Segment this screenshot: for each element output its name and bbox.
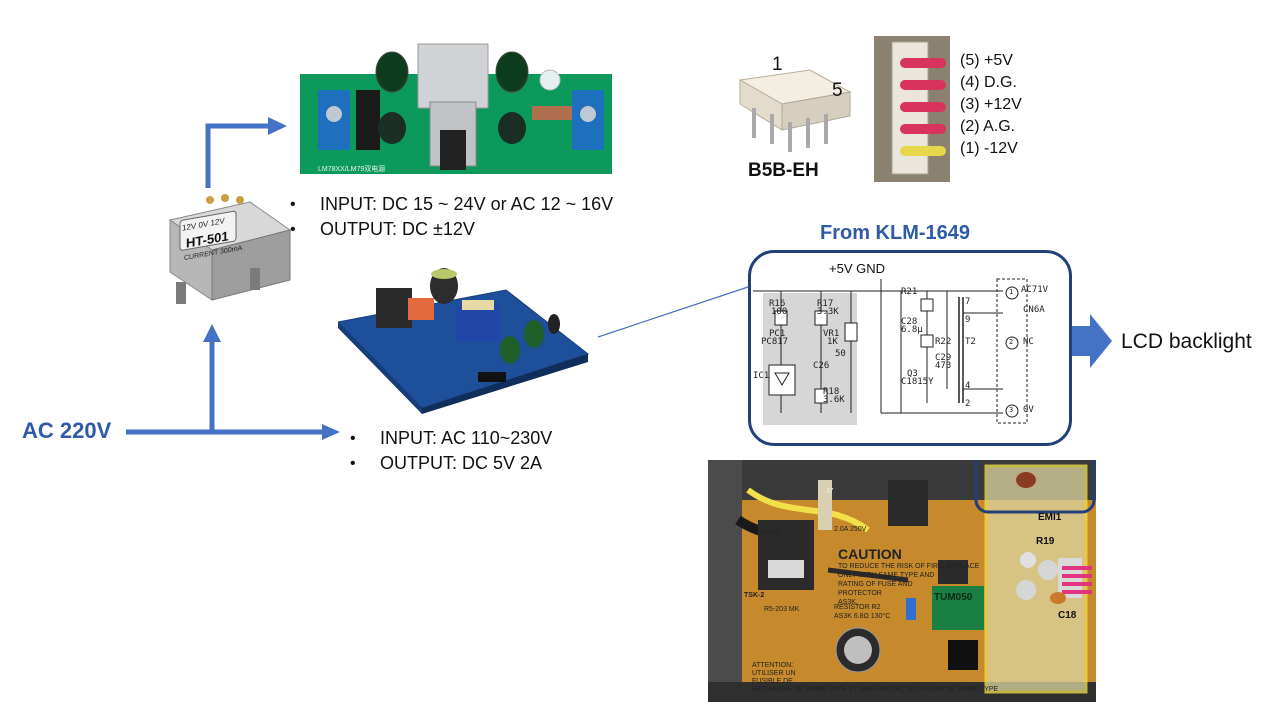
5v-psu-specs: INPUT: AC 110~230V OUTPUT: DC 5V 2A <box>350 426 552 476</box>
connector-diagram: 1 5 B5B-EH <box>730 52 870 182</box>
fuse-label: 2.0A 250V <box>834 526 867 533</box>
pcb-photo: CAUTION TO REDUCE THE RISK OF FIRE, REPL… <box>708 460 1096 702</box>
label-c26: C26 <box>813 361 830 371</box>
caution-text: TO REDUCE THE RISK OF FIRE, REPLACE ONLY… <box>838 563 980 606</box>
label-t2: T2 <box>965 337 976 347</box>
label-c27-value: 50 <box>835 349 846 359</box>
pin-4-label: (4) D.G. <box>960 74 1017 91</box>
resistor-note: RESISTOR R2 <box>834 604 881 611</box>
r3403-label: R3403 <box>760 530 781 537</box>
label-c29-value: 473 <box>935 361 952 371</box>
label-0v: 0V <box>1023 405 1034 415</box>
lcd-backlight-label: LCD backlight <box>1121 330 1252 353</box>
r19-label: R19 <box>1036 536 1055 547</box>
label-q3: Q3 <box>907 369 918 379</box>
pin-2-label: (2) A.G. <box>960 118 1016 135</box>
label-r16-value: 100 <box>771 307 788 317</box>
label-pin-9: 9 <box>965 315 971 325</box>
label-nc: NC <box>1023 337 1034 347</box>
label-conn-2: 2 <box>1009 338 1014 346</box>
label-vr1-value: 1K <box>827 337 838 347</box>
label-cn6a: CN6A <box>1023 305 1045 315</box>
label-r17: R17 <box>817 299 834 309</box>
arrow-to-lcd <box>1070 314 1112 368</box>
label-pc1-model: PC817 <box>761 337 789 347</box>
label-vr1: VR1 <box>823 329 840 339</box>
connector-pin-5-label: 5 <box>832 80 843 101</box>
attention-text: ATTENTION: UTILISER UN FUSIBLE DE RECHAN… <box>752 662 999 693</box>
label-conn-1: 1 <box>1009 288 1014 296</box>
tsk-label: TSK-2 <box>744 592 765 599</box>
5v-psu-board-image <box>336 262 590 414</box>
pin-5-label: (5) +5V <box>960 52 1013 69</box>
label-conn-3: 3 <box>1009 406 1014 414</box>
label-pin-4: 4 <box>965 381 971 391</box>
pin-3-label: (3) +12V <box>960 96 1022 113</box>
label-pin-2: 2 <box>965 399 971 409</box>
pin-1-label: (1) -12V <box>960 140 1018 157</box>
transformer-to-dual-line <box>205 123 270 188</box>
label-r18: R18 <box>823 387 840 397</box>
schematic-top-label: +5V GND <box>829 261 885 276</box>
arrow-to-dual-psu <box>268 117 287 135</box>
label-pc1: PC1 <box>769 329 786 339</box>
label-r21: R21 <box>901 287 918 297</box>
dual-psu-board-image: LM78XX/LM79双电源 <box>300 40 612 176</box>
connector-pin-list: (5) +5V (4) D.G. (3) +12V (2) A.G. (1) -… <box>960 50 1022 160</box>
cable-photo <box>874 36 950 182</box>
dual-psu-output-spec: OUTPUT: DC ±12V <box>290 217 613 242</box>
label-c28-value: 6.8μ <box>901 325 923 335</box>
caution-title: CAUTION <box>838 546 902 562</box>
j7-label: J7 <box>826 488 834 495</box>
pointer-5v-to-schematic <box>597 282 761 338</box>
connector-pin-1-label: 1 <box>772 54 783 75</box>
label-r17-value: 3.3K <box>817 307 839 317</box>
label-r18-value: 3.6K <box>823 395 845 405</box>
transformer-image: 12V 0V 12V HT-501 CURRENT 300mA <box>150 190 296 314</box>
5v-psu-input-spec: INPUT: AC 110~230V <box>350 426 552 451</box>
resistor-spec: AS3K 6.8Ω 130°C <box>834 613 891 620</box>
label-c29: C29 <box>935 353 952 363</box>
tum-label: TUM050 <box>934 592 973 603</box>
label-r22: R22 <box>935 337 952 347</box>
schematic-title: From KLM-1649 <box>820 222 971 244</box>
label-ic1: IC1 <box>753 371 770 381</box>
dual-psu-input-spec: INPUT: DC 15 ~ 24V or AC 12 ~ 16V <box>290 192 613 217</box>
label-r16: R16 <box>769 299 786 309</box>
connector-model-label: B5B-EH <box>748 160 819 181</box>
schematic-frame: +5V GND R16 100 R17 3.3K PC1 PC817 VR1 1… <box>748 250 1072 446</box>
label-ac71v: AC71V <box>1021 285 1049 295</box>
arrow-to-transformer <box>203 324 221 342</box>
c18-label: C18 <box>1058 610 1077 621</box>
dual-psu-silkscreen: LM78XX/LM79双电源 <box>318 166 386 173</box>
label-q3-model: C1815Y <box>901 377 934 387</box>
arrow-to-5v-psu <box>322 424 340 440</box>
5v-psu-output-spec: OUTPUT: DC 5V 2A <box>350 451 552 476</box>
ac-input-label: AC 220V <box>22 418 112 443</box>
dual-psu-specs: INPUT: DC 15 ~ 24V or AC 12 ~ 16V OUTPUT… <box>290 192 613 242</box>
label-c28: C28 <box>901 317 918 327</box>
r5203-label: R5-203 MK <box>764 606 800 613</box>
label-pin-7: 7 <box>965 297 971 307</box>
emi-label: EMI1 <box>1038 512 1062 523</box>
